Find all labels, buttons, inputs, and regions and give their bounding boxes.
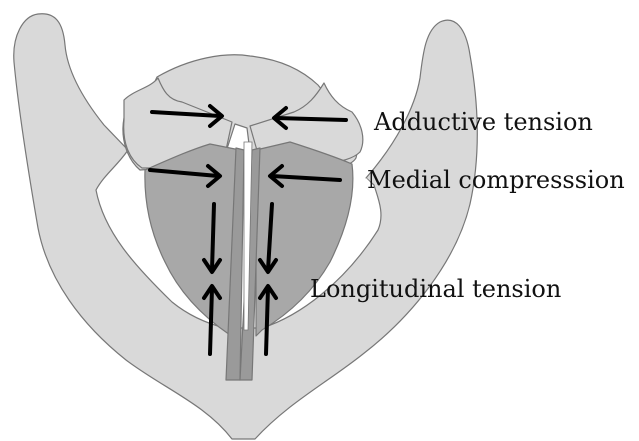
longitudinal-tension-label: Longitudinal tension: [310, 277, 561, 301]
long-arrow-up-right: [266, 288, 268, 354]
medial-compression-label: Medial compresssion: [367, 168, 625, 192]
adductive-arrow-right: [276, 118, 346, 120]
adductive-tension-label: Adductive tension: [374, 110, 593, 134]
long-arrow-up-left: [210, 288, 212, 354]
long-arrow-down-left: [212, 204, 214, 270]
